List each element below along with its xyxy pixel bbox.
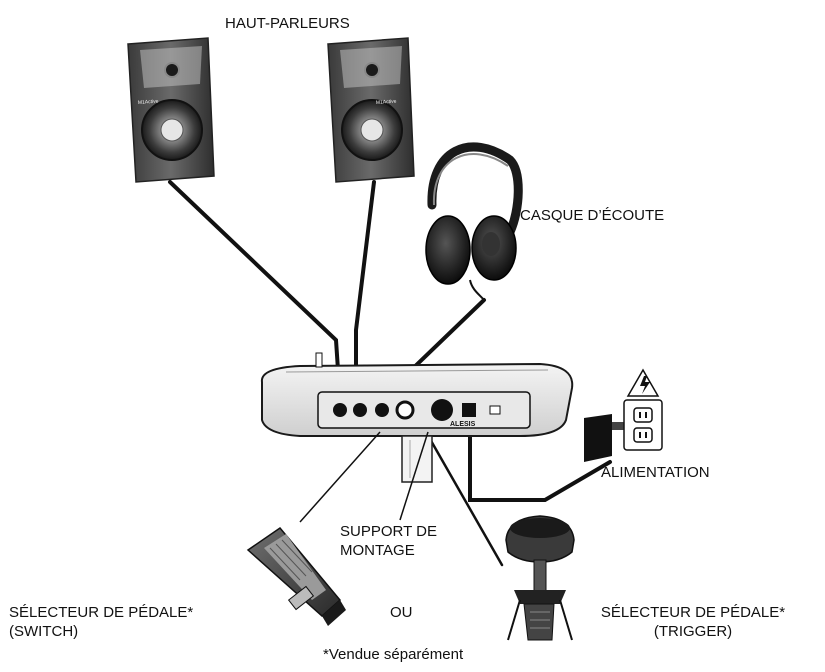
mount-label-line1: SUPPORT DE: [340, 523, 437, 540]
headphones-label: CASQUE D’ÉCOUTE: [520, 207, 665, 224]
mount-label-line2: MONTAGE: [340, 542, 415, 559]
headphones-icon: [425, 142, 523, 301]
mount-pointers: [299, 431, 429, 523]
switch-pedal-label-line1: SÉLECTEUR DE PÉDALE*: [9, 604, 194, 621]
drum-module-icon: ALESIS: [260, 352, 574, 437]
trigger-pedal-label-line2: (TRIGGER): [653, 623, 733, 640]
device-logo: ALESIS: [450, 421, 476, 428]
speakers-label: HAUT-PARLEURS: [225, 15, 350, 32]
power-adapter-icon: [584, 414, 628, 462]
speaker-logo-left: M1Active: [138, 99, 159, 106]
speaker-logo-right: M1Active: [376, 99, 397, 106]
wall-outlet-icon: [623, 399, 663, 451]
switch-pedal-icon: [246, 526, 346, 626]
high-voltage-icon: [626, 368, 660, 397]
switch-pedal-label-line2: (SWITCH): [9, 623, 79, 640]
power-label: ALIMENTATION: [601, 464, 710, 481]
mounting-post: [401, 435, 433, 483]
trigger-pedal-icon: [505, 515, 575, 641]
footnote: *Vendue séparément: [323, 646, 464, 663]
speaker-right-icon: M1Active: [327, 37, 415, 183]
speaker-left-icon: M1Active: [127, 37, 215, 183]
or-label: OU: [390, 604, 413, 621]
trigger-pedal-label-line1: SÉLECTEUR DE PÉDALE*: [600, 604, 786, 621]
power-cable: [468, 418, 612, 502]
